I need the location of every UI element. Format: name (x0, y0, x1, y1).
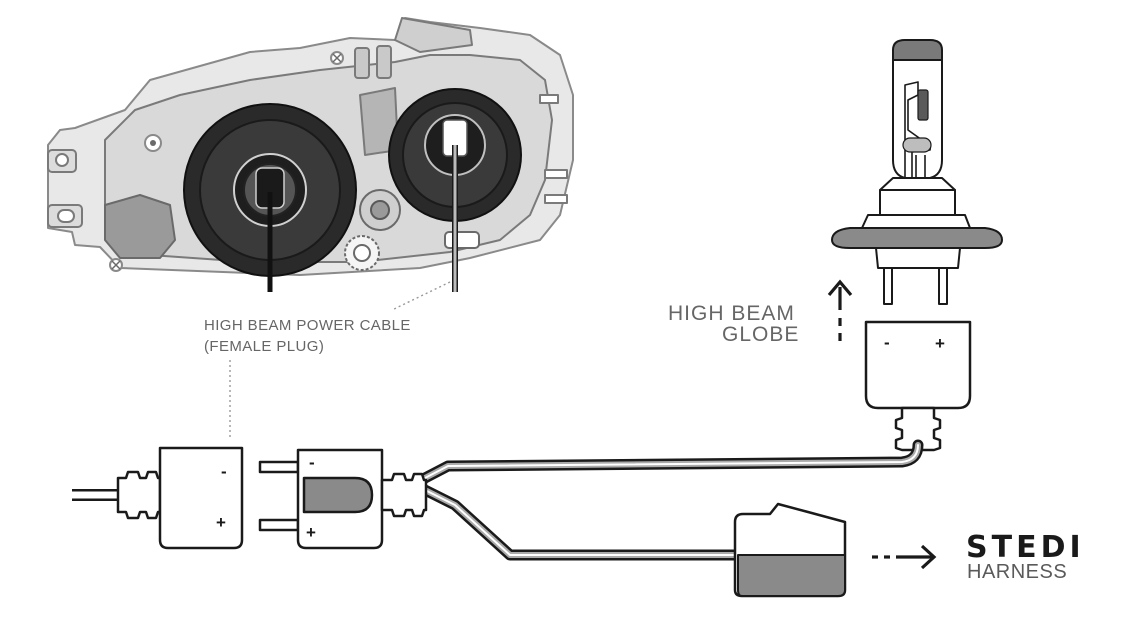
female-plug (72, 446, 244, 550)
globe-minus: - (884, 333, 890, 352)
adapter-minus: - (309, 453, 315, 472)
arrow-right-icon (872, 544, 937, 570)
globe-label-line1: HIGH BEAM (668, 302, 795, 325)
low-beam-cover (183, 103, 357, 292)
globe-connector (864, 320, 972, 452)
harness-cables (419, 439, 924, 561)
stedi-connector (733, 502, 847, 598)
stedi-logo: STEDI (966, 530, 1085, 565)
power-cable-label-line2: (FEMALE PLUG) (204, 338, 325, 355)
male-adapter-plug (258, 448, 428, 550)
high-beam-globe (831, 39, 1003, 305)
female-plus: + (216, 513, 226, 532)
power-cable-label-line1: HIGH BEAM POWER CABLE (204, 317, 411, 334)
globe-label-line2: GLOBE (722, 323, 800, 346)
globe-plus: + (935, 334, 945, 353)
harness-label: HARNESS (967, 561, 1068, 583)
polarity-markings: - + - + - + (216, 333, 945, 542)
leader-lines (229, 281, 451, 440)
adapter-plus: + (306, 523, 316, 542)
high-beam-cover (388, 88, 522, 292)
female-minus: - (221, 462, 227, 481)
arrow-up-icon (827, 279, 853, 341)
